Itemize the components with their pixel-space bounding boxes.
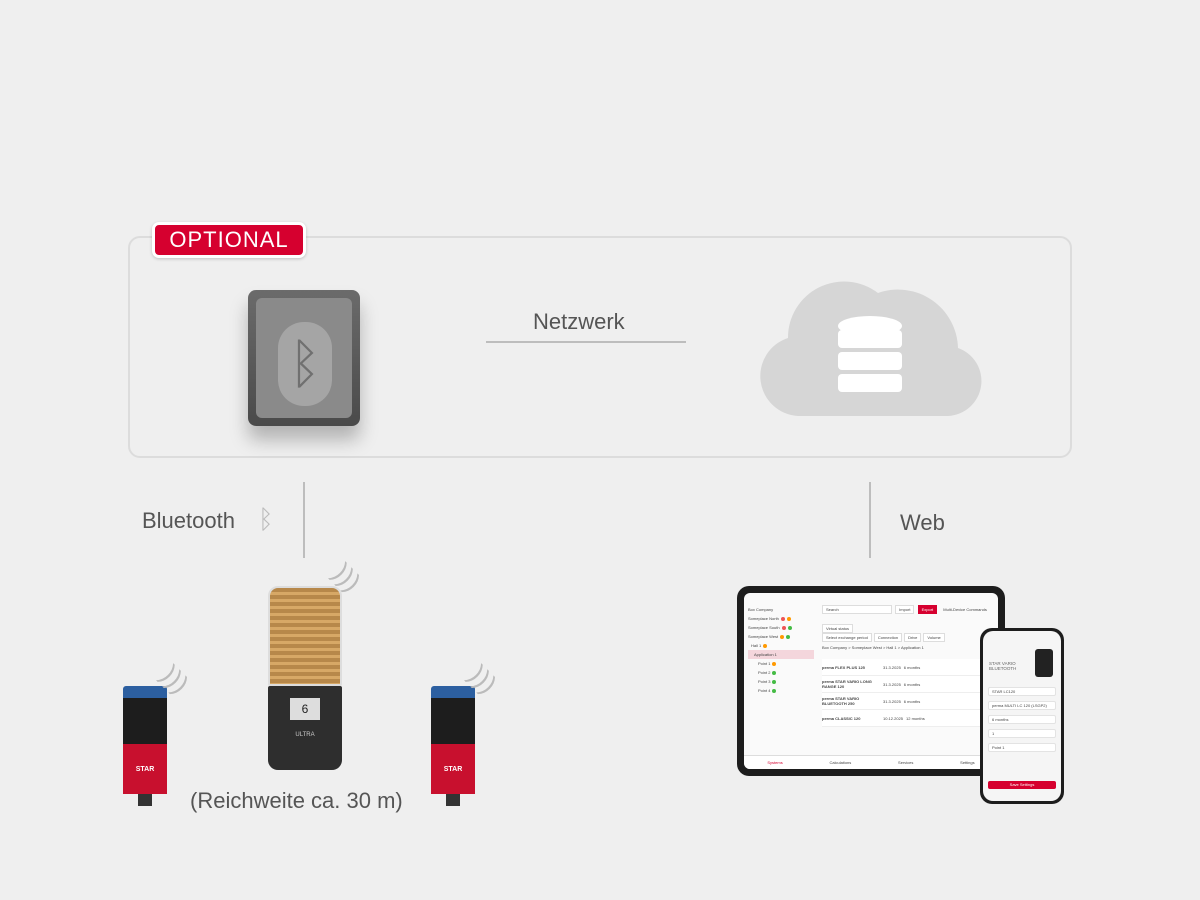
tree-item[interactable]: Point 2 [748,668,814,677]
bluetooth-label: Bluetooth [142,508,235,533]
network-label: Netzwerk [533,309,625,334]
tree-item[interactable]: Hall 1 [748,641,814,650]
smartphone: STAR VARIO BLUETOOTH STAR LC120 perma MU… [980,628,1064,804]
breadcrumb: Box Company > Someplace West > Hall 1 > … [822,645,924,650]
phone-field[interactable]: STAR LC120 [988,687,1056,696]
optional-badge: OPTIONAL [152,222,306,258]
optional-section-frame [128,236,1072,458]
nav-settings[interactable]: Settings [960,760,975,765]
phone-field[interactable]: 6 months [988,715,1056,724]
web-arrow [869,482,871,558]
search-input[interactable]: Search [822,605,892,614]
filter-chip[interactable]: Connection [873,633,903,642]
web-label: Web [900,510,945,535]
tablet: Box Company Someplace North Someplace So… [737,586,1005,776]
filter-chip[interactable]: Drive [904,633,922,642]
phone-field[interactable]: perma MULTI LC 120 (LSGP2) [988,701,1056,710]
tree-item[interactable]: Point 1 [748,659,814,668]
star-lubricator-left: STAR [123,686,167,806]
tree-item[interactable]: Point 4 [748,686,814,695]
sidebar: Box Company Someplace North Someplace So… [748,605,814,695]
filter-chip[interactable]: Volume [923,633,945,642]
ultra-display: 6 [290,698,320,720]
device-image [1035,649,1053,677]
tree-item[interactable]: Someplace South [748,623,814,632]
network-arrow [486,341,686,343]
range-label: (Reichweite ca. 30 m) [190,788,403,813]
bluetooth-icon: ᛒ [278,322,332,406]
device-title: STAR VARIO BLUETOOTH [989,661,1017,671]
import-button[interactable]: Import [895,605,915,614]
toolbar: Search Import Export Multi-Device Comman… [822,605,994,650]
tree-item[interactable]: Point 3 [748,677,814,686]
filter-chip[interactable]: Virtual status [822,624,854,633]
cloud-database-icon [760,281,982,416]
bottom-nav: Systems Calculations Services Settings [744,755,998,769]
bluetooth-arrow [303,482,305,558]
bluetooth-gateway: ᛒ [248,290,360,426]
multi-device-commands[interactable]: Multi-Device Commands [943,607,987,612]
filter-chip[interactable]: Select exchange period [822,633,872,642]
nav-systems[interactable]: Systems [767,760,783,765]
save-settings-button[interactable]: Save Settings [988,781,1056,789]
star-lubricator-right: STAR [431,686,475,806]
export-button[interactable]: Export [917,605,938,614]
bluetooth-small-icon: ᛒ [258,504,274,534]
phone-field[interactable]: Point 1 [988,743,1056,752]
tree-item[interactable]: Application 1 [748,650,814,659]
nav-services[interactable]: Services [898,760,914,765]
tree-item[interactable]: Someplace West [748,632,814,641]
tree-item[interactable]: Someplace North [748,614,814,623]
nav-calculations[interactable]: Calculations [829,760,852,765]
company-select[interactable]: Box Company [748,607,774,612]
phone-field[interactable]: 1 [988,729,1056,738]
